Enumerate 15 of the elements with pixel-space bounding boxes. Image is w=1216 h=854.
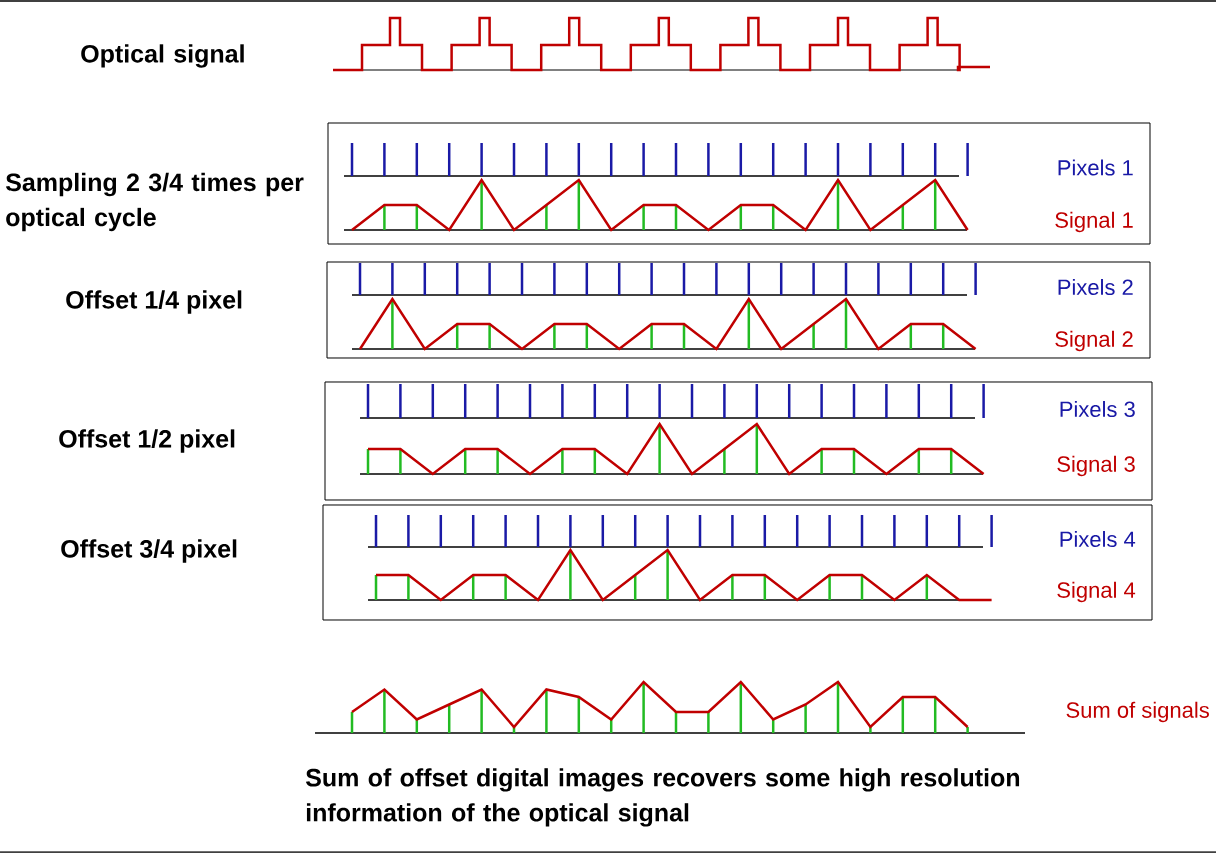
pixels-label: Pixels 4 <box>1060 530 1136 548</box>
side-label: Optical signal <box>81 44 244 68</box>
pixels-label: Pixels 2 <box>1058 278 1133 296</box>
caption: Sum of offset digital images recovers some high resolution information of the optical signal <box>305 768 1020 827</box>
sum-label: Sum of signals <box>1066 701 1209 723</box>
side-label: Sampling 2 3/4 times per optical cycle <box>5 172 304 232</box>
signal-label: Signal 4 <box>1057 581 1136 603</box>
signal-label: Signal 2 <box>1055 330 1133 352</box>
side-label: Offset 3/4 pixel <box>61 539 237 563</box>
signal-label: Signal 3 <box>1057 455 1135 477</box>
side-label: Offset 1/2 pixel <box>59 429 235 453</box>
pixels-label: Pixels 1 <box>1058 159 1133 176</box>
signal-label: Signal 1 <box>1055 211 1133 233</box>
pixels-label: Pixels 3 <box>1060 400 1135 418</box>
side-label: Offset 1/4 pixel <box>66 290 242 314</box>
